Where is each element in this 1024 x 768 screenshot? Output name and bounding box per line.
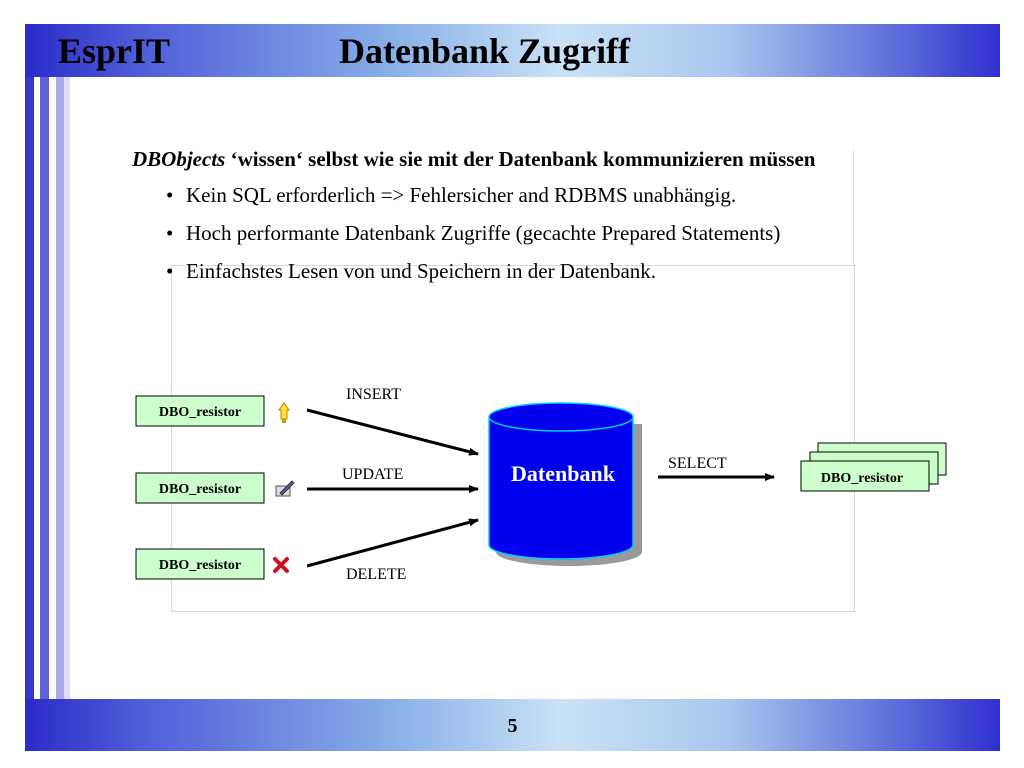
pencil-icon [276, 481, 294, 496]
resistor-label: DBO_resistor [821, 471, 903, 486]
resistor-label: DBO_resistor [159, 482, 241, 497]
delete-arrow [307, 520, 478, 566]
resistor-label: DBO_resistor [159, 558, 241, 573]
database-label: Datenbank [511, 461, 616, 486]
resistor-box-insert: DBO_resistor [136, 396, 264, 426]
select-label: SELECT [668, 455, 727, 472]
resistor-stack: DBO_resistor [801, 443, 946, 491]
insert-arrow [307, 410, 478, 454]
resistor-box-delete: DBO_resistor [136, 549, 264, 579]
slide-footer: 5 [25, 699, 1000, 751]
red-x-icon [275, 559, 287, 571]
delete-label: DELETE [346, 566, 406, 583]
database-cylinder: Datenbank [489, 403, 642, 566]
lightbulb-icon [279, 403, 289, 423]
resistor-box-update: DBO_resistor [136, 473, 264, 503]
update-label: UPDATE [342, 466, 403, 483]
insert-label: INSERT [346, 386, 401, 403]
resistor-label: DBO_resistor [159, 405, 241, 420]
page-number: 5 [25, 715, 1000, 738]
